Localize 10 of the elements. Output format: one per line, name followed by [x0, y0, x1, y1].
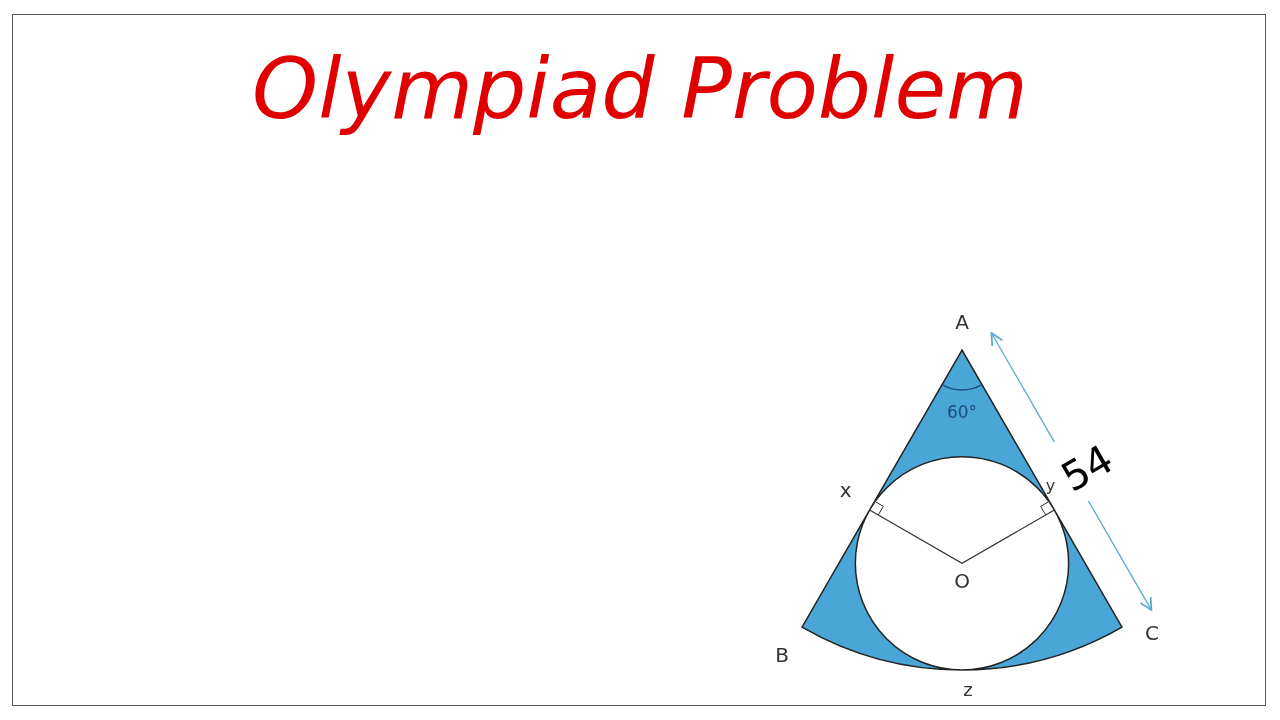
point-label: x: [839, 480, 852, 500]
point-label: B: [775, 645, 789, 666]
angle-label: 60°: [946, 403, 978, 421]
dimension-label: 54: [1055, 437, 1120, 498]
point-label: C: [1145, 623, 1159, 644]
point-label: A: [955, 312, 969, 332]
point-label: O: [954, 571, 970, 592]
point-label: y: [1045, 478, 1056, 494]
title: Olympiad Problem: [252, 40, 1028, 138]
point-label: z: [963, 681, 973, 699]
